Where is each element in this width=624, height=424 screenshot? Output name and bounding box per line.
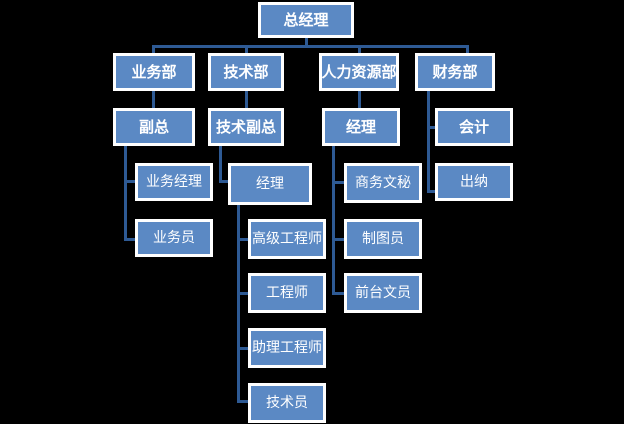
org-node-salesman[interactable]: 业务员 <box>135 219 213 257</box>
org-node-front_clk[interactable]: 前台文员 <box>344 273 422 313</box>
org-node-label-biz_vp: 副总 <box>138 117 169 136</box>
org-node-hr_dept[interactable]: 人力资源部 <box>319 53 399 91</box>
org-node-tech_vp[interactable]: 技术副总 <box>208 108 284 146</box>
org-node-biz_sec[interactable]: 商务文秘 <box>344 163 422 203</box>
org-node-label-biz_dept: 业务部 <box>131 62 177 81</box>
connector-gm-drop-fin <box>466 45 469 54</box>
org-node-tech_staff[interactable]: 技术员 <box>248 383 326 423</box>
org-node-fin_dept[interactable]: 财务部 <box>415 53 495 91</box>
connector-techmgr-spine <box>237 205 240 403</box>
org-node-label-tech_vp: 技术副总 <box>215 117 276 136</box>
connector-hrmgr-to-bizsec <box>332 181 347 184</box>
org-node-label-biz_sec: 商务文秘 <box>355 175 411 191</box>
connector-techvp-spine <box>219 146 222 183</box>
org-node-sr_eng[interactable]: 高级工程师 <box>248 219 326 259</box>
connector-bizdept-to-bizvp <box>152 91 155 109</box>
org-node-tech_dept[interactable]: 技术部 <box>208 53 284 91</box>
connector-findept-to-cashier <box>427 190 438 193</box>
connector-gm-stem <box>305 38 308 47</box>
org-node-drafter[interactable]: 制图员 <box>344 219 422 259</box>
org-node-label-engineer: 工程师 <box>266 285 308 301</box>
connector-techvp-to-techmgr <box>219 180 231 183</box>
org-node-label-biz_mgr: 业务经理 <box>146 174 202 190</box>
org-node-hr_mgr[interactable]: 经理 <box>322 108 400 146</box>
connector-hrdept-to-hrmgr <box>358 91 361 109</box>
connector-bizvp-to-bizmgr <box>124 180 138 183</box>
org-node-label-tech_mgr: 经理 <box>256 176 284 192</box>
connector-bizvp-spine <box>124 146 127 241</box>
org-node-label-front_clk: 前台文员 <box>355 285 411 301</box>
connector-techmgr-to-engineer <box>237 292 251 295</box>
org-node-label-sr_eng: 高级工程师 <box>252 231 322 247</box>
org-node-biz_vp[interactable]: 副总 <box>113 108 195 146</box>
org-node-asst_eng[interactable]: 助理工程师 <box>248 328 326 368</box>
org-node-label-asst_eng: 助理工程师 <box>252 340 322 356</box>
connector-hrmgr-to-frontclk <box>332 292 347 295</box>
connector-findept-to-acct <box>427 126 438 129</box>
org-node-label-hr_dept: 人力资源部 <box>321 62 397 81</box>
org-node-label-fin_dept: 财务部 <box>432 62 478 81</box>
org-node-gm[interactable]: 总经理 <box>258 2 354 38</box>
connector-gm-bus <box>152 45 469 48</box>
connector-bizvp-to-salesman <box>124 238 138 241</box>
org-node-label-salesman: 业务员 <box>153 230 195 246</box>
org-node-label-hr_mgr: 经理 <box>345 117 376 136</box>
org-node-cashier[interactable]: 出纳 <box>435 163 513 201</box>
org-node-label-acct: 会计 <box>458 117 489 136</box>
org-node-label-drafter: 制图员 <box>362 231 404 247</box>
connector-techdept-to-techvp <box>245 91 248 109</box>
connector-gm-drop-biz <box>152 45 155 54</box>
connector-hrmgr-to-drafter <box>332 238 347 241</box>
connector-gm-drop-tech <box>245 45 248 54</box>
org-node-label-tech_dept: 技术部 <box>223 62 269 81</box>
org-node-label-gm: 总经理 <box>283 10 329 29</box>
connector-findept-spine <box>427 91 430 193</box>
org-node-acct[interactable]: 会计 <box>435 108 513 146</box>
org-node-label-cashier: 出纳 <box>460 174 488 190</box>
org-node-engineer[interactable]: 工程师 <box>248 273 326 313</box>
org-node-label-tech_staff: 技术员 <box>266 395 308 411</box>
org-node-biz_mgr[interactable]: 业务经理 <box>135 163 213 201</box>
connector-techmgr-to-sreng <box>237 238 251 241</box>
connector-techmgr-to-techstaff <box>237 400 251 403</box>
connector-techmgr-to-assteng <box>237 347 251 350</box>
connector-gm-drop-hr <box>358 45 361 54</box>
org-node-biz_dept[interactable]: 业务部 <box>113 53 195 91</box>
connector-hrmgr-spine <box>332 146 335 294</box>
org-node-tech_mgr[interactable]: 经理 <box>228 163 312 205</box>
